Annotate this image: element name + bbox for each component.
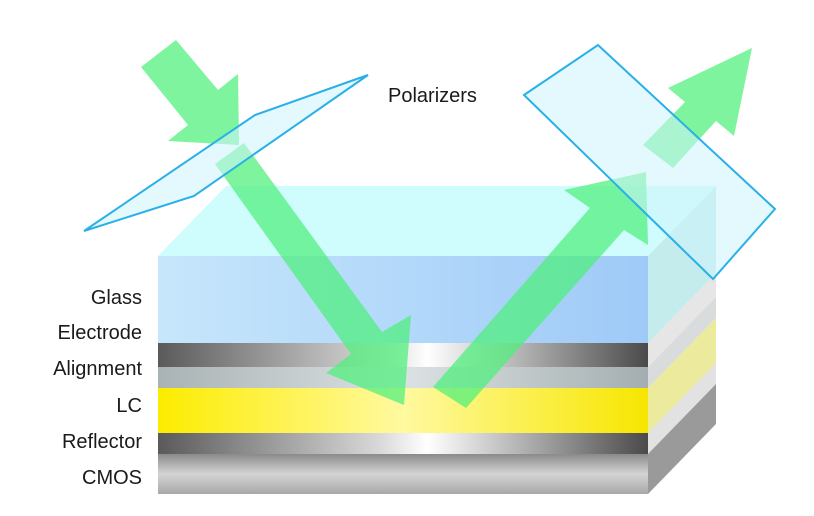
layer-label-glass: Glass [91, 287, 142, 309]
layer-labels: Glass Electrode Alignment LC Reflector C… [53, 287, 142, 489]
alignment-side-face [648, 297, 716, 388]
layer-label-electrode: Electrode [58, 322, 143, 344]
polarizers [83, 43, 777, 281]
lc-side-face [648, 318, 716, 433]
cmos-front-face [158, 454, 648, 494]
incident-arrow [141, 40, 239, 145]
right-polarizer [522, 43, 777, 281]
reflected-up-arrow [433, 172, 648, 408]
reflector-side-face [648, 363, 716, 454]
polarizers-label: Polarizers [388, 85, 477, 107]
layer-label-alignment: Alignment [53, 358, 142, 380]
electrode-side-face [648, 273, 716, 367]
layer-label-cmos: CMOS [82, 467, 142, 489]
transmitted-down-arrow [215, 143, 411, 405]
cmos-side-face [648, 384, 716, 494]
layer-label-lc: LC [116, 395, 142, 417]
reflector-front-face [158, 433, 648, 454]
left-polarizer [83, 74, 369, 232]
layer-label-reflector: Reflector [62, 431, 142, 453]
